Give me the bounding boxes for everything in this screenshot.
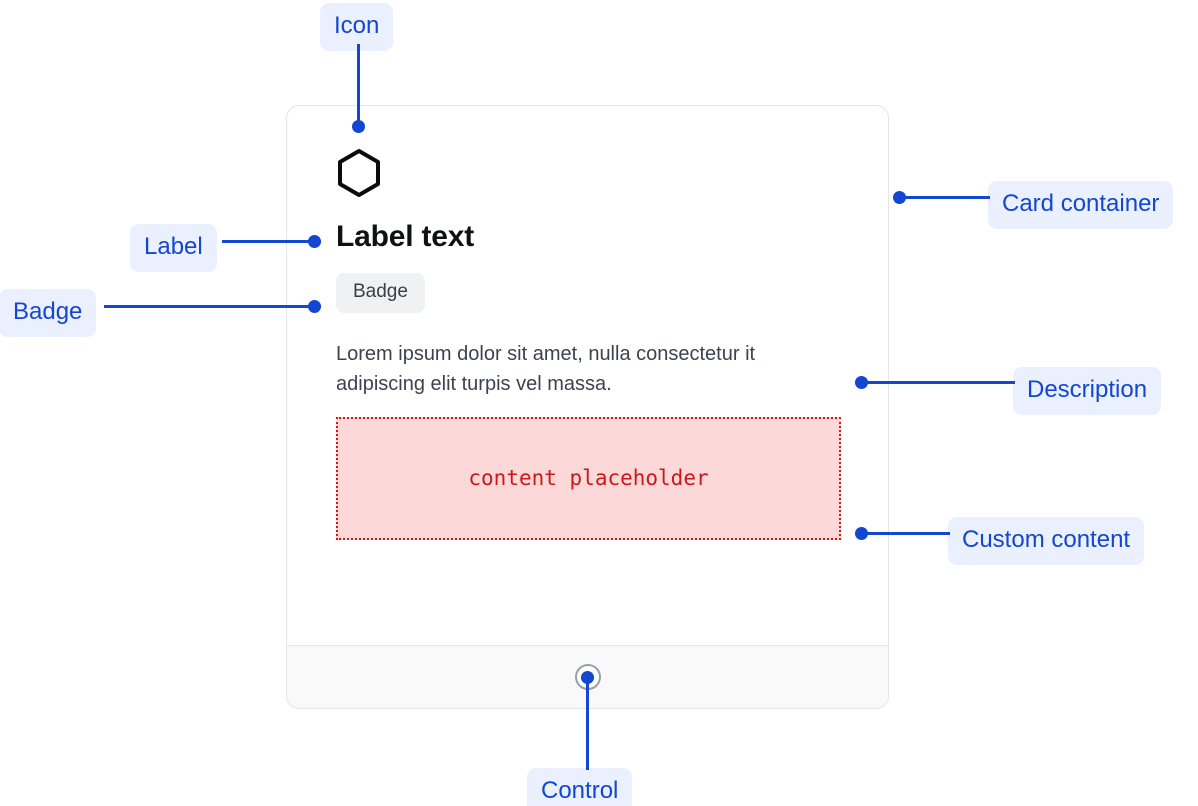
leader-dot-badge (308, 300, 321, 313)
leader-dot-custom-content (855, 527, 868, 540)
annotation-label-badge: Badge (0, 289, 97, 337)
leader-dot-control (581, 671, 594, 684)
card-body: Label text Badge Lorem ipsum dolor sit a… (287, 106, 888, 647)
leader-line-label (222, 240, 321, 243)
leader-dot-card-container (893, 191, 906, 204)
annotation-label-custom-content: Custom content (948, 517, 1145, 565)
hexagon-icon (336, 148, 840, 198)
leader-dot-label (308, 235, 321, 248)
leader-dot-description (855, 376, 868, 389)
leader-line-control (586, 678, 589, 770)
leader-dot-icon (352, 120, 365, 133)
custom-content-placeholder-text: content placeholder (468, 466, 709, 491)
card-container[interactable]: Label text Badge Lorem ipsum dolor sit a… (286, 105, 889, 709)
leader-line-description (866, 381, 1015, 384)
annotation-label-label: Label (130, 224, 217, 272)
card-label-text: Label text (336, 220, 475, 253)
annotation-label-card-container: Card container (988, 181, 1174, 229)
annotation-label-description: Description (1013, 367, 1162, 415)
leader-line-custom-content (866, 532, 950, 535)
card-badge: Badge (336, 273, 425, 313)
annotation-label-control: Control (527, 768, 633, 806)
custom-content-slot: content placeholder (336, 416, 841, 540)
leader-line-card-container (900, 196, 990, 199)
leader-line-badge (104, 305, 321, 308)
annotation-label-icon: Icon (320, 3, 394, 51)
leader-line-icon (357, 44, 360, 128)
card-description: Lorem ipsum dolor sit amet, nulla consec… (336, 342, 756, 396)
